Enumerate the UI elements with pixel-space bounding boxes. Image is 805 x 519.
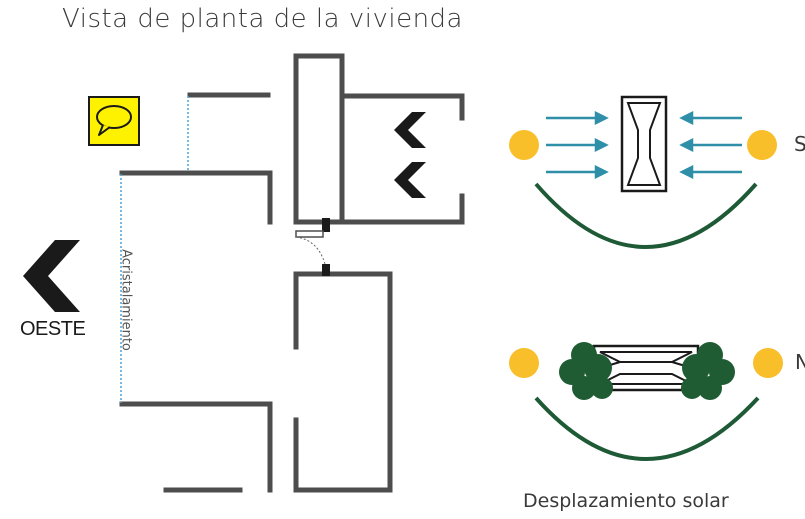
page-title: Vista de planta de la vivienda bbox=[62, 4, 463, 34]
sun-icon bbox=[509, 348, 539, 378]
summer-side-label: S bbox=[794, 132, 805, 156]
summer-sun-diagram bbox=[509, 95, 777, 249]
west-label: OESTE bbox=[20, 318, 86, 340]
sun-icon bbox=[747, 130, 777, 160]
solar-caption: Desplazamiento solar bbox=[523, 490, 729, 512]
winter-side-label: N bbox=[795, 350, 805, 374]
tree-icon bbox=[559, 342, 613, 400]
sun-icon bbox=[753, 348, 783, 378]
floor-plan-walls bbox=[119, 53, 465, 493]
chevron-left-icon bbox=[394, 112, 426, 198]
speech-bubble-icon[interactable] bbox=[88, 96, 140, 146]
tree-icon bbox=[681, 342, 735, 400]
shaded-sun-diagram bbox=[509, 342, 783, 461]
door-swing bbox=[295, 218, 330, 276]
glazing-line bbox=[120, 96, 189, 403]
glazing-label: Acristalamiento bbox=[118, 249, 134, 351]
sun-icon bbox=[509, 130, 539, 160]
west-arrow-icon bbox=[23, 240, 80, 312]
